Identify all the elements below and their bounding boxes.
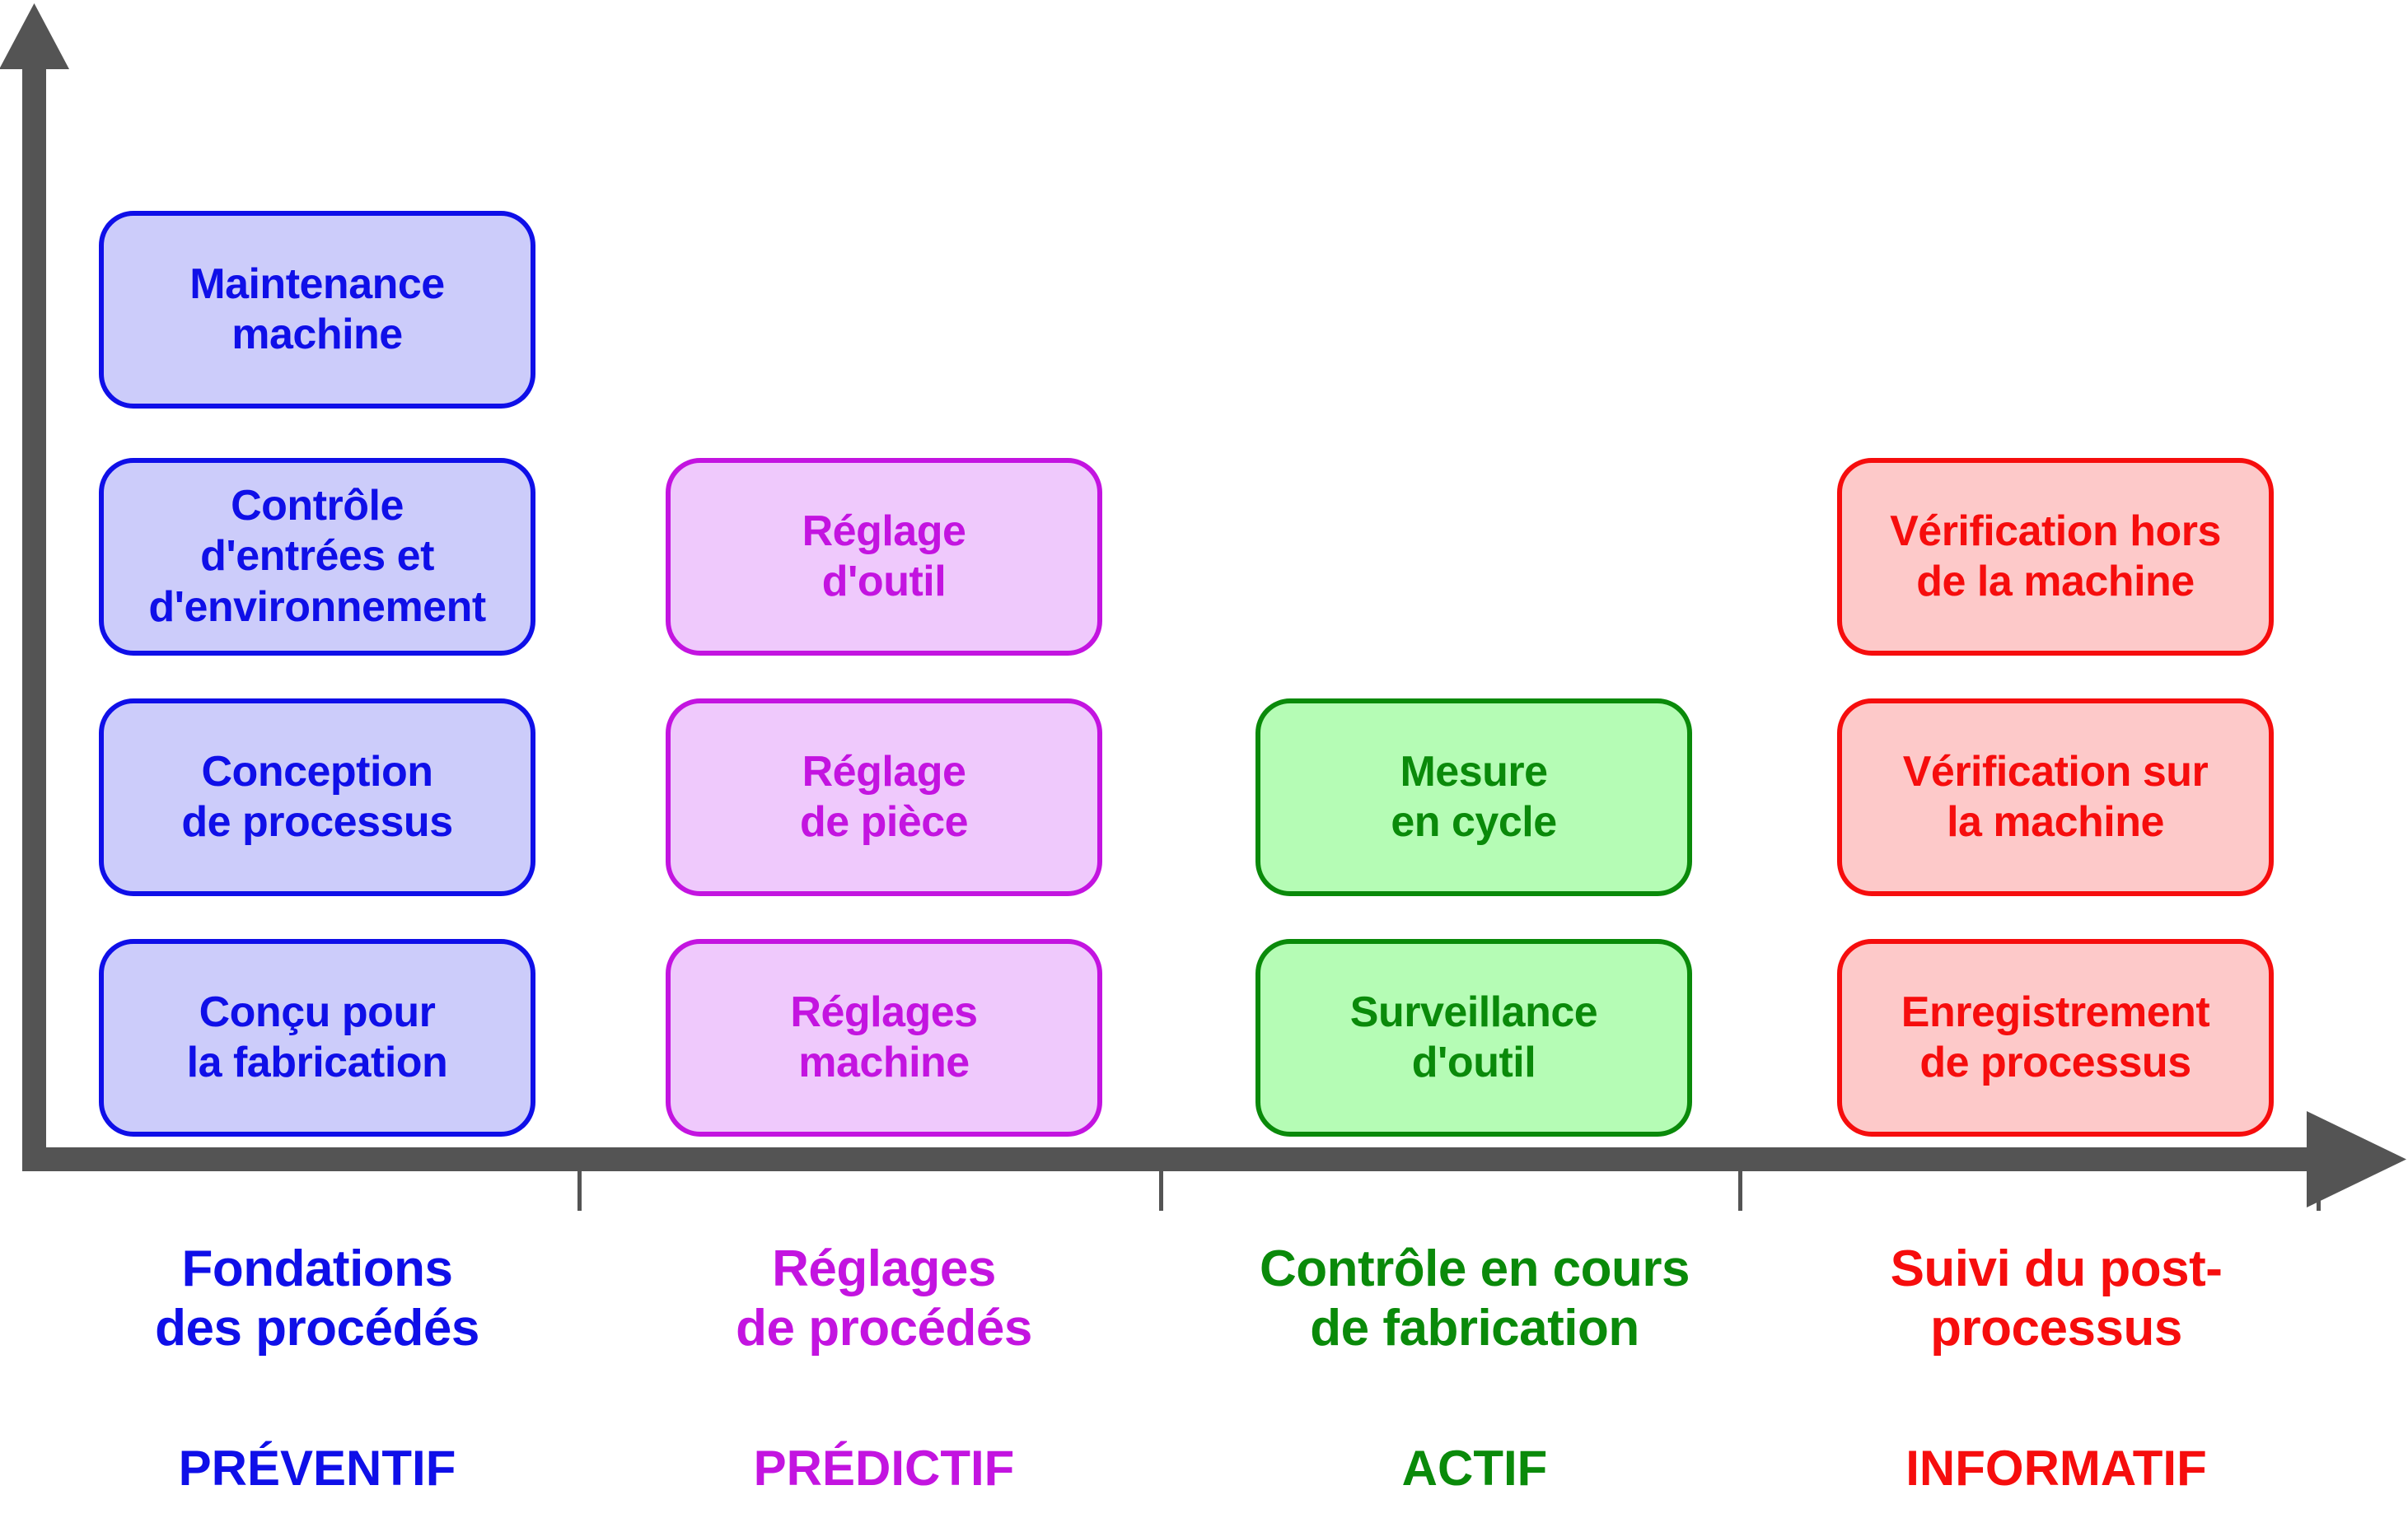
axis-ticks bbox=[577, 1171, 2321, 1211]
box-reglage-outil[interactable]: Réglage d'outil bbox=[666, 458, 1102, 656]
category-label-fondations-des-procedes: Fondations des procédés bbox=[155, 1240, 479, 1357]
box-concu-pour-fabrication[interactable]: Conçu pour la fabrication bbox=[99, 939, 535, 1137]
category-type-actif: ACTIF bbox=[1401, 1441, 1548, 1496]
category-type-predictif: PRÉDICTIF bbox=[753, 1441, 1015, 1496]
box-mesure-en-cycle[interactable]: Mesure en cycle bbox=[1255, 698, 1692, 896]
category-type-preventif: PRÉVENTIF bbox=[178, 1441, 456, 1496]
vertical-axis-arrow bbox=[0, 3, 69, 1171]
box-controle-entrees-environnement[interactable]: Contrôle d'entrées et d'environnement bbox=[99, 458, 535, 656]
box-reglages-machine[interactable]: Réglages machine bbox=[666, 939, 1102, 1137]
box-conception-processus[interactable]: Conception de processus bbox=[99, 698, 535, 896]
box-surveillance-outil[interactable]: Surveillance d'outil bbox=[1255, 939, 1692, 1137]
box-maintenance-machine[interactable]: Maintenance machine bbox=[99, 211, 535, 409]
category-label-controle-en-cours-de-fabrication: Contrôle en cours de fabrication bbox=[1259, 1240, 1690, 1357]
box-verification-hors-machine[interactable]: Vérification hors de la machine bbox=[1837, 458, 2274, 656]
box-verification-sur-machine[interactable]: Vérification sur la machine bbox=[1837, 698, 2274, 896]
category-type-informatif: INFORMATIF bbox=[1905, 1441, 2207, 1496]
box-reglage-piece[interactable]: Réglage de pièce bbox=[666, 698, 1102, 896]
category-label-reglages-de-procedes: Réglages de procédés bbox=[736, 1240, 1032, 1357]
box-enregistrement-processus[interactable]: Enregistrement de processus bbox=[1837, 939, 2274, 1137]
category-label-suivi-du-post-processus: Suivi du post- processus bbox=[1890, 1240, 2223, 1357]
